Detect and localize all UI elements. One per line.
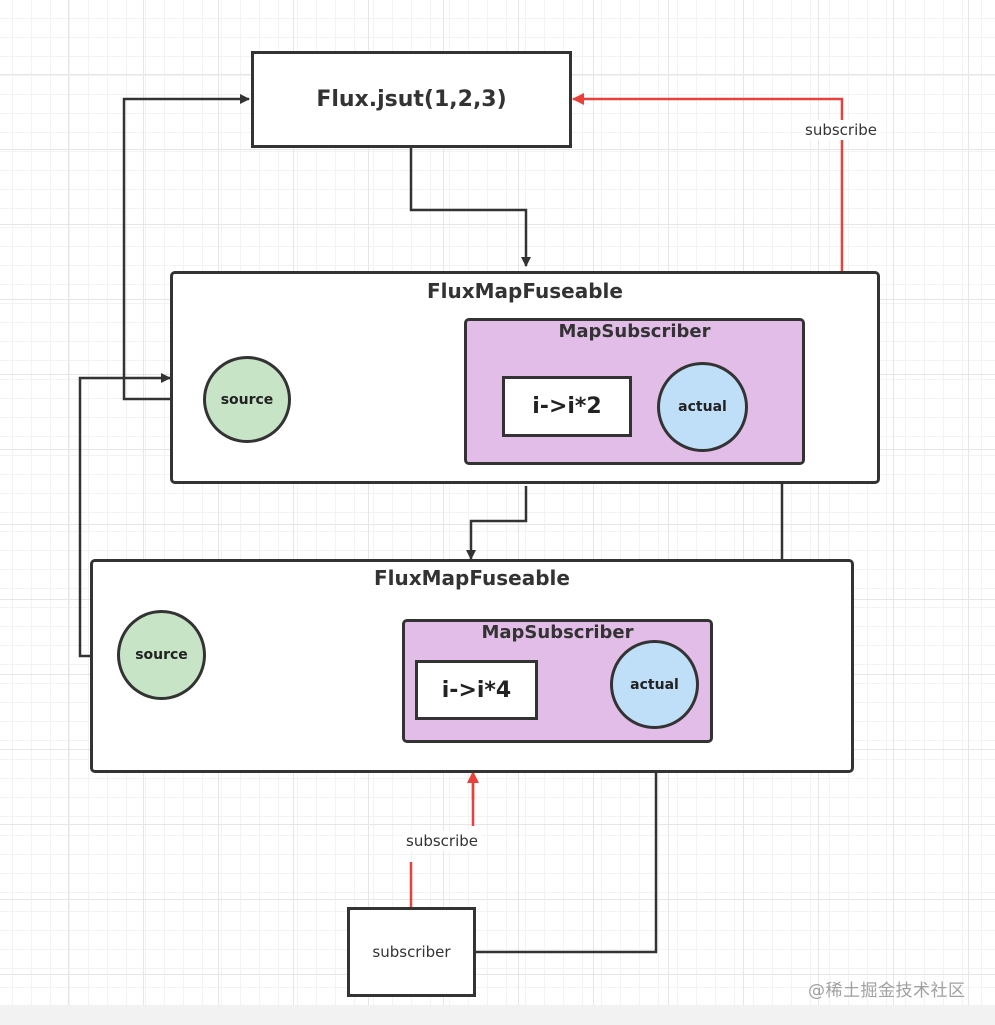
upper-block-title: FluxMapFuseable [427, 279, 623, 303]
lower-source-label: source [135, 647, 188, 663]
subscriber-node[interactable]: subscriber [347, 907, 476, 997]
lower-block-title: FluxMapFuseable [374, 566, 570, 590]
edge-top-to-upper [409, 148, 531, 267]
upper-source-node[interactable]: source [203, 356, 291, 443]
subscriber-label: subscriber [372, 943, 451, 961]
lower-map-subscriber-title: MapSubscriber [481, 622, 634, 643]
upper-map-function-label: i->i*2 [532, 394, 602, 419]
upper-map-function[interactable]: i->i*2 [502, 376, 632, 437]
lower-source-node[interactable]: source [117, 610, 206, 700]
lower-map-function[interactable]: i->i*4 [415, 660, 538, 720]
flux-just-label: Flux.jsut(1,2,3) [316, 87, 507, 112]
bottom-subscribe-label: subscribe [403, 831, 481, 851]
lower-map-function-label: i->i*4 [441, 677, 512, 703]
footer-bar [0, 1005, 995, 1025]
lower-actual-node[interactable]: actual [610, 640, 699, 729]
flux-just-node[interactable]: Flux.jsut(1,2,3) [251, 51, 572, 148]
upper-map-subscriber-title: MapSubscriber [558, 321, 711, 342]
lower-actual-label: actual [630, 676, 679, 693]
upper-source-label: source [220, 391, 274, 408]
upper-actual-node[interactable]: actual [657, 362, 748, 452]
edge-upper-to-lower [466, 486, 528, 560]
upper-actual-label: actual [678, 399, 727, 415]
top-subscribe-label: subscribe [802, 120, 880, 140]
watermark: @稀土掘金技术社区 [808, 981, 966, 1001]
